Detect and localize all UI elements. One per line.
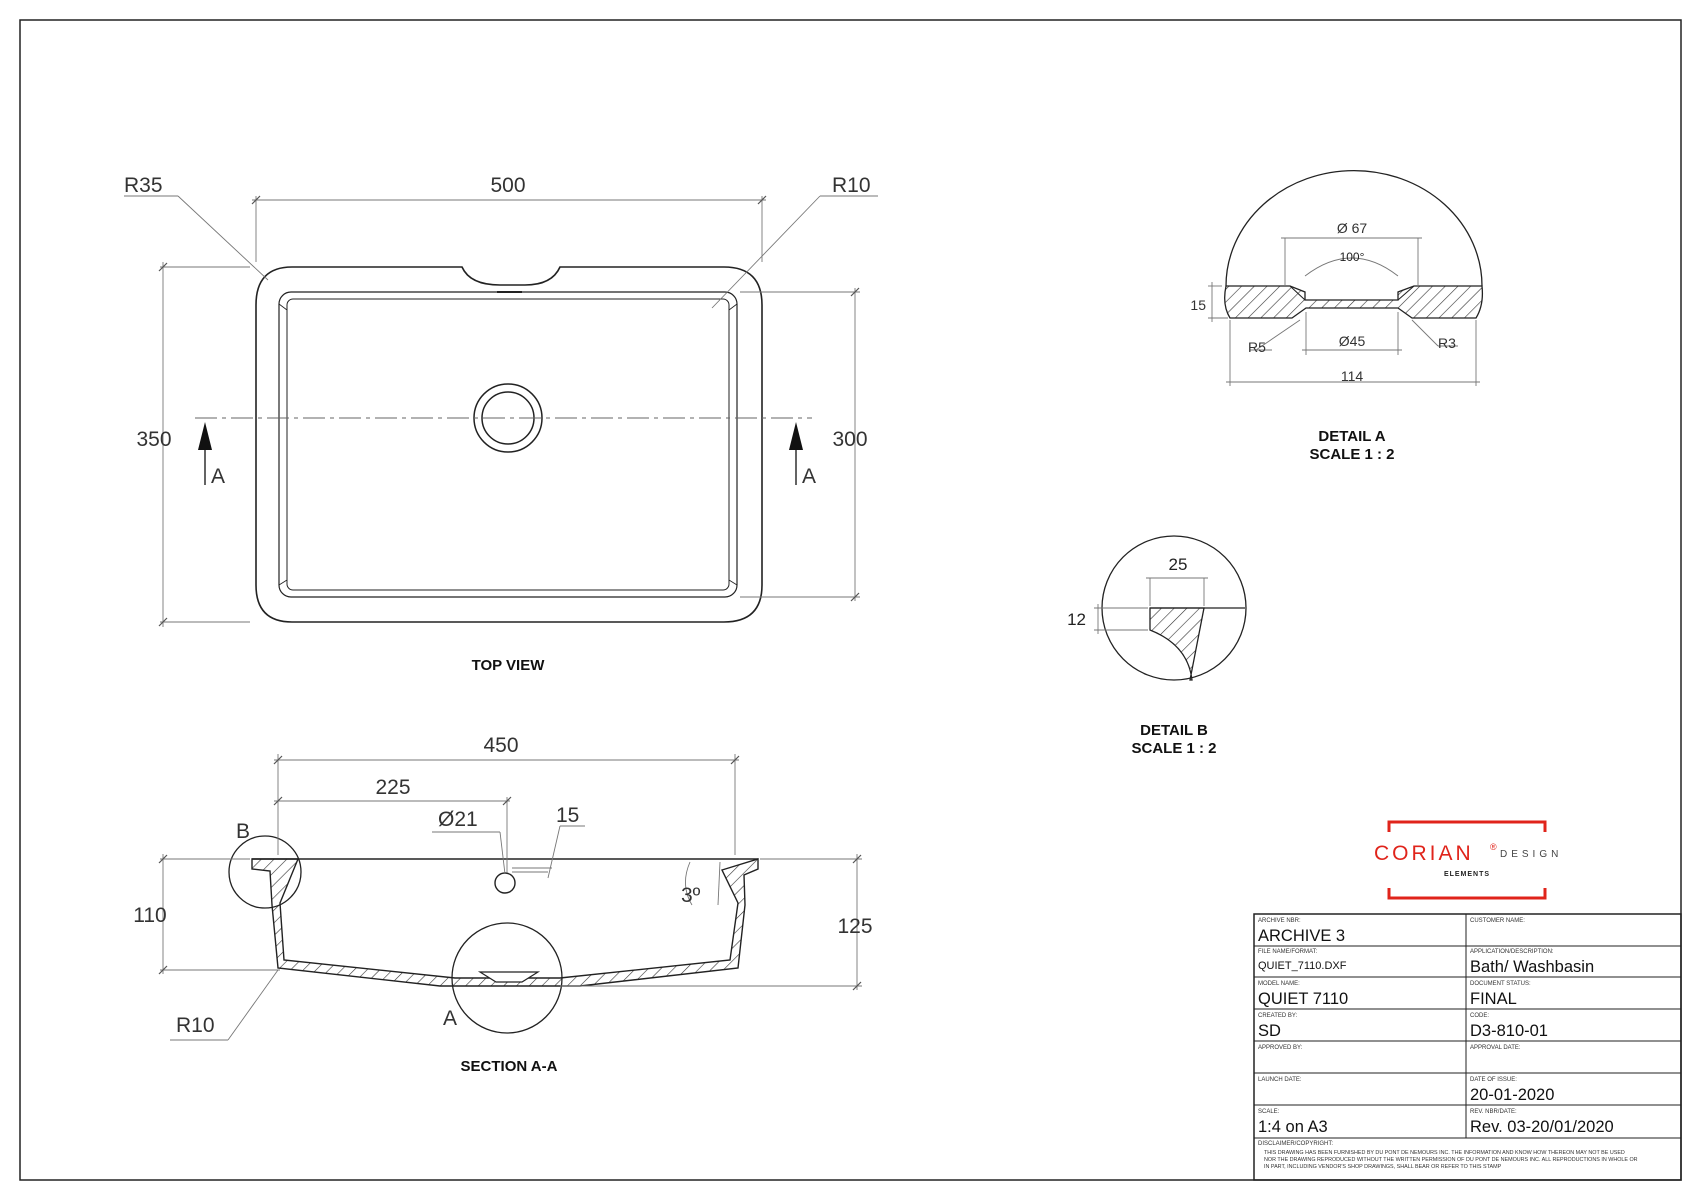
section-mark-right: A bbox=[802, 465, 816, 488]
dim-125: 125 bbox=[837, 915, 872, 938]
dim-45: Ø45 bbox=[1339, 333, 1366, 349]
detail-a-title: DETAIL A bbox=[1318, 428, 1385, 445]
dim-450: 450 bbox=[483, 734, 518, 757]
detail-a-hatch bbox=[1224, 285, 1484, 319]
logo-elements: ELEMENTS bbox=[1444, 871, 1490, 878]
dim-500: 500 bbox=[490, 174, 525, 197]
logo-brand: CORIAN bbox=[1374, 842, 1474, 865]
launch-label: LAUNCH DATE: bbox=[1258, 1077, 1302, 1083]
dim-350: 350 bbox=[136, 428, 171, 451]
dim-r35: R35 bbox=[124, 174, 163, 197]
top-view bbox=[124, 195, 878, 627]
section-arrow-left bbox=[198, 422, 212, 450]
status-label: DOCUMENT STATUS: bbox=[1470, 981, 1531, 987]
code-label: CODE: bbox=[1470, 1013, 1489, 1019]
section-arrow-right bbox=[789, 422, 803, 450]
disclaimer-line-2: NOR THE DRAWING REPRODUCED WITHOUT THE W… bbox=[1264, 1157, 1638, 1163]
dim-110: 110 bbox=[133, 904, 166, 927]
dim-r5: R5 bbox=[1248, 339, 1266, 355]
logo-registered: ® bbox=[1490, 842, 1497, 852]
detail-a bbox=[1208, 170, 1484, 386]
section-hatch bbox=[251, 858, 759, 987]
dim-15-section: 15 bbox=[556, 804, 579, 827]
archive-value: ARCHIVE 3 bbox=[1258, 927, 1345, 945]
scale-label: SCALE: bbox=[1258, 1109, 1280, 1115]
detail-a-mark: A bbox=[443, 1007, 457, 1030]
section-view bbox=[158, 754, 862, 1041]
section-title: SECTION A-A bbox=[461, 1058, 558, 1075]
application-label: APPLICATION/DESCRIPTION: bbox=[1470, 949, 1554, 955]
rev-value: Rev. 03-20/01/2020 bbox=[1470, 1118, 1614, 1136]
dim-hole: Ø21 bbox=[438, 808, 478, 831]
model-value: QUIET 7110 bbox=[1258, 990, 1348, 1008]
disclaimer-line-1: THIS DRAWING HAS BEEN FURNISHED BY DU PO… bbox=[1264, 1150, 1625, 1156]
detail-b bbox=[1094, 535, 1247, 681]
outer-outline bbox=[255, 266, 763, 623]
dim-angle: 3º bbox=[681, 884, 701, 907]
created-label: CREATED BY: bbox=[1258, 1013, 1298, 1019]
dim-100-deg: 100° bbox=[1340, 250, 1365, 264]
rev-label: REV. NBR/DATE: bbox=[1470, 1109, 1517, 1115]
logo-design: DESIGN bbox=[1500, 849, 1562, 860]
basin-bottom bbox=[286, 298, 730, 591]
sheet-border bbox=[19, 19, 1682, 1181]
logo-bracket-bottom bbox=[1387, 888, 1547, 900]
top-view-title: TOP VIEW bbox=[472, 657, 546, 674]
corian-logo: CORIAN ® DESIGN ELEMENTS bbox=[1374, 820, 1562, 900]
customer-label: CUSTOMER NAME: bbox=[1470, 918, 1525, 924]
approval-date-label: APPROVAL DATE: bbox=[1470, 1045, 1521, 1051]
disclaimer-line-3: IN PART, INCLUDING VENDOR'S SHOP DRAWING… bbox=[1264, 1164, 1502, 1170]
detail-b-hatch bbox=[1149, 607, 1205, 681]
status-value: FINAL bbox=[1470, 990, 1517, 1008]
created-value: SD bbox=[1258, 1022, 1281, 1040]
dim-r10-section: R10 bbox=[176, 1014, 215, 1037]
dim-r10-top: R10 bbox=[832, 174, 871, 197]
application-value: Bath/ Washbasin bbox=[1470, 958, 1594, 976]
approved-label: APPROVED BY: bbox=[1258, 1045, 1303, 1051]
dim-25: 25 bbox=[1169, 555, 1188, 574]
dim-12: 12 bbox=[1067, 610, 1086, 629]
detail-b-scale: SCALE 1 : 2 bbox=[1131, 740, 1216, 757]
model-label: MODEL NAME: bbox=[1258, 981, 1300, 987]
dim-225: 225 bbox=[375, 776, 410, 799]
title-block bbox=[1253, 913, 1682, 1181]
logo-bracket-top bbox=[1387, 820, 1547, 832]
overflow-hole bbox=[494, 872, 516, 894]
code-value: D3-810-01 bbox=[1470, 1022, 1548, 1040]
scale-value: 1:4 on A3 bbox=[1258, 1118, 1328, 1136]
dim-15-detail: 15 bbox=[1190, 297, 1206, 313]
dim-300: 300 bbox=[832, 428, 867, 451]
dim-67: Ø 67 bbox=[1337, 220, 1368, 236]
file-label: FILE NAME/FORMAT: bbox=[1258, 949, 1318, 955]
title-block-text: ARCHIVE NBR: ARCHIVE 3 CUSTOMER NAME: FI… bbox=[1258, 918, 1638, 1170]
detail-b-circle bbox=[228, 835, 302, 909]
detail-b-mark: B bbox=[236, 820, 250, 843]
archive-label: ARCHIVE NBR: bbox=[1258, 918, 1301, 924]
section-mark-left: A bbox=[211, 465, 225, 488]
detail-a-circle bbox=[451, 922, 563, 1034]
dim-114: 114 bbox=[1341, 368, 1364, 384]
issue-date-value: 20-01-2020 bbox=[1470, 1086, 1554, 1104]
dim-r3: R3 bbox=[1438, 335, 1456, 351]
detail-a-scale: SCALE 1 : 2 bbox=[1309, 446, 1394, 463]
disclaimer-label: DISCLAIMER/COPYRIGHT: bbox=[1258, 1141, 1333, 1147]
issue-date-label: DATE OF ISSUE: bbox=[1470, 1077, 1517, 1083]
file-value: QUIET_7110.DXF bbox=[1258, 960, 1347, 972]
detail-b-title: DETAIL B bbox=[1140, 722, 1208, 739]
